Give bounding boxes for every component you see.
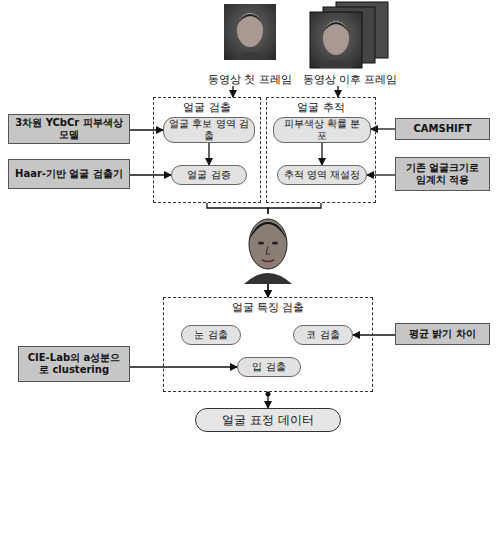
stage-group: 얼굴 특징 검출눈 검출 코 검출입 검출: [163, 297, 373, 392]
node-label: CIE-Lab의 a성분으로 clustering: [24, 352, 124, 376]
video-frame: [224, 4, 276, 60]
frame-caption-node: 동영상 첫 프레임: [205, 4, 295, 86]
process-pill: 얼굴 검증: [171, 165, 247, 185]
method-box: 평균 밝기 차이: [395, 323, 490, 345]
stage-group: 얼굴 추적피부색상 확률 분포추적 영역 재설정: [266, 97, 376, 203]
hair-shape: [322, 22, 350, 34]
shoulder-shape: [232, 52, 268, 60]
node-label: 피부색상 확률 분포: [279, 118, 365, 142]
flow-arrow: [130, 129, 163, 130]
flow-arrow: [353, 334, 395, 335]
shoulder-shape: [244, 273, 292, 284]
flow-arrow: [208, 143, 209, 165]
frame-background: [224, 4, 276, 60]
node-label: 입 검출: [252, 361, 285, 373]
method-box: 기존 얼굴크기로 임계치 적용: [395, 157, 490, 191]
node-label: CAMSHIFT: [414, 123, 472, 135]
frame-background: [310, 12, 362, 68]
process-pill: 얼굴 후보 영역 검출: [163, 117, 255, 143]
output-pill: 얼굴 표정 데이터: [195, 408, 341, 432]
detected-face: [238, 214, 298, 284]
node-label: Haar-기반 얼굴 검출기: [15, 168, 123, 180]
node-label: 동영상 이후 프레임: [303, 73, 398, 86]
hair-shape: [236, 14, 264, 26]
flow-arrow: [321, 143, 322, 165]
process-pill: 입 검출: [237, 357, 301, 377]
hair-shape: [249, 222, 287, 240]
process-pill: 추적 영역 재설정: [277, 165, 367, 185]
node-label: 추적 영역 재설정: [284, 169, 360, 181]
group-title: 얼굴 특징 검출: [164, 298, 372, 314]
eye-mark: [272, 241, 278, 244]
flow-arrow: [232, 86, 233, 97]
node-label: 동영상 첫 프레임: [208, 73, 292, 86]
frame-caption-node: 동영상 이후 프레임: [300, 2, 400, 86]
node-label: 3차원 YCbCr 피부색상 모델: [14, 117, 124, 141]
flow-arrow: [337, 86, 338, 97]
method-box: CIE-Lab의 a성분으로 clustering: [18, 346, 130, 382]
node-label: 얼굴 검증: [187, 169, 230, 181]
node-label: 눈 검출: [194, 329, 227, 341]
group-title: 얼굴 추적: [267, 98, 375, 114]
flow-arrow: [371, 128, 395, 129]
group-title: 얼굴 검출: [154, 98, 260, 114]
process-pill: 눈 검출: [181, 325, 241, 345]
start-dot: [266, 392, 271, 397]
face-shape: [323, 21, 349, 55]
eye-mark: [258, 241, 264, 244]
node-label: 기존 얼굴크기로 임계치 적용: [401, 162, 484, 186]
process-pill: 코 검출: [293, 325, 353, 345]
node-label: 얼굴 후보 영역 검출: [169, 118, 249, 142]
flow-arrow: [130, 366, 237, 367]
flow-arrow: [367, 174, 395, 175]
face-background: [238, 214, 298, 284]
flow-arrow: [130, 174, 171, 175]
node-label: 코 검출: [306, 329, 339, 341]
process-pill: 피부색상 확률 분포: [273, 117, 371, 143]
node-label: 얼굴 표정 데이터: [222, 413, 314, 427]
stage-group: 얼굴 검출얼굴 후보 영역 검출얼굴 검증: [153, 97, 261, 203]
video-frames-stack: [310, 2, 388, 68]
face-shape: [237, 13, 263, 47]
node-label: 평균 밝기 차이: [409, 328, 476, 340]
shoulder-shape: [318, 60, 354, 68]
mouth-mark: [262, 260, 274, 262]
method-box: CAMSHIFT: [395, 118, 490, 140]
face-shape: [249, 219, 287, 269]
nose-mark: [266, 246, 270, 254]
method-box: 3차원 YCbCr 피부색상 모델: [8, 114, 130, 144]
method-box: Haar-기반 얼굴 검출기: [8, 159, 130, 189]
